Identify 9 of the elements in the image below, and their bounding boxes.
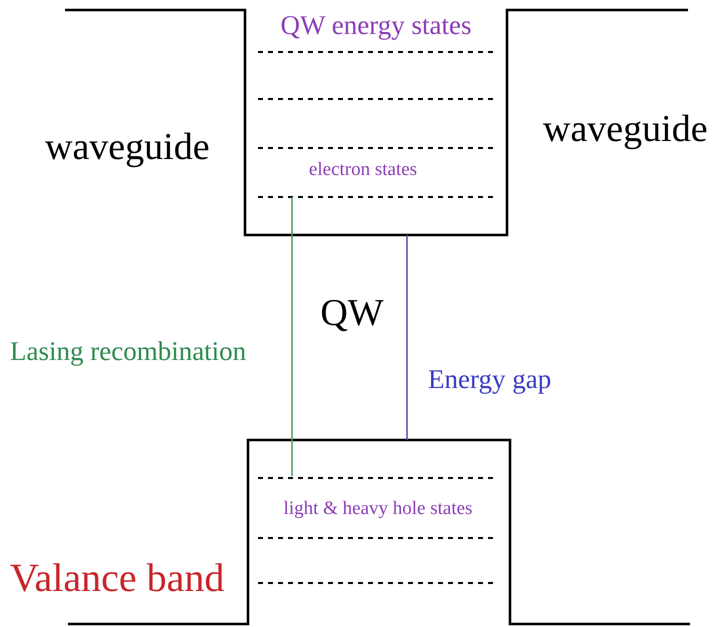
region-label: QW [320, 294, 384, 332]
band-label: electron states [308, 160, 418, 179]
gap-label: Energy gap [428, 366, 552, 393]
band-label: light & heavy hole states [284, 499, 472, 518]
region-label: waveguide [543, 110, 708, 148]
region-label: waveguide [45, 128, 210, 166]
band-label: QW energy states [280, 12, 472, 39]
transition-label: Lasing recombination [10, 338, 246, 365]
region-label: Valance band [10, 558, 224, 598]
